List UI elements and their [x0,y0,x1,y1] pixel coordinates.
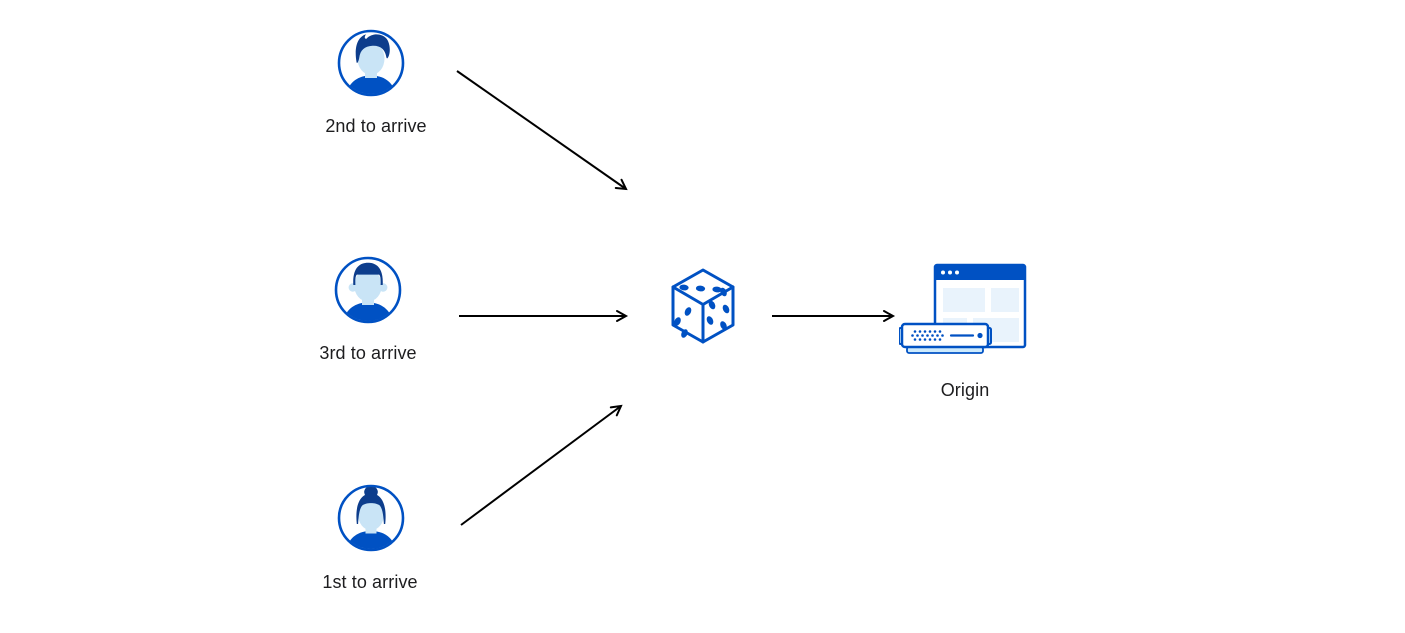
origin-label: Origin [940,380,990,400]
user-3rd-label: 3rd to arrive [319,343,417,363]
dice-top-pips [679,284,722,293]
avatar-woman-bun-icon [337,484,405,552]
server-pip-grid [911,330,944,341]
dice-icon [671,268,735,344]
user-2nd-label: 2nd to arrive [325,116,427,136]
server-box [899,322,992,354]
avatar-man-flat-hair-icon [334,256,402,324]
origin-server-icon [899,263,1027,354]
dice-right-pips [706,287,730,330]
dice-left-pips [674,307,692,338]
user-1st-label: 1st to arrive [322,572,418,592]
server-led-dot [977,332,983,339]
avatar-man-quiff-icon [337,29,405,97]
arrow-user2nd-to-dice [456,70,628,191]
arrow-user1st-to-dice [460,404,623,526]
